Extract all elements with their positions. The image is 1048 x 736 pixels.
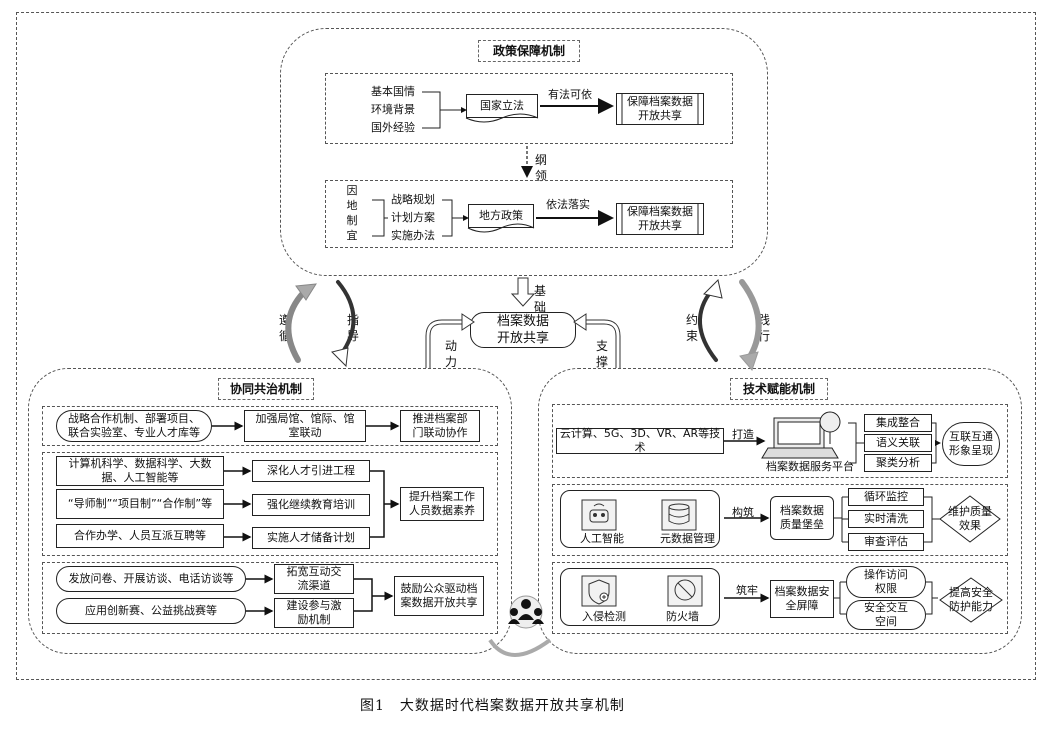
collab-title: 协同共治机制 bbox=[218, 378, 314, 400]
policy-title: 政策保障机制 bbox=[478, 40, 580, 62]
tech-row3-result: 提高安全防护能力 bbox=[940, 580, 1002, 620]
collab-row1-result-text: 推进档案部门联动协作 bbox=[412, 412, 468, 439]
tech-row3-verb: 筑牢 bbox=[736, 584, 758, 597]
tech-row1-item-1: 集成整合 bbox=[864, 414, 932, 432]
tech-row2-verb: 构筑 bbox=[732, 506, 754, 519]
collab-row3-result: 鼓励公众驱动档案数据开放共享 bbox=[394, 576, 484, 616]
collab-row2-result-text: 提升档案工作人员数据素养 bbox=[409, 490, 475, 517]
national-goal-box: 保障档案数据开放共享 bbox=[616, 93, 704, 125]
center-left-label: 动力 bbox=[444, 339, 457, 369]
tech-row3-icon-group bbox=[560, 568, 720, 626]
local-arrow-label: 依法落实 bbox=[546, 198, 590, 211]
collab-row1 bbox=[42, 406, 498, 446]
tech-row3-item-1: 操作访问权限 bbox=[846, 566, 926, 598]
local-input-1: 战略规划 bbox=[391, 193, 435, 206]
tech-row1-source: 云计算、5G、3D、VR、AR等技术 bbox=[556, 427, 724, 454]
tech-row3-icon-2-label: 防火墙 bbox=[666, 610, 699, 623]
tech-row2-result: 维护质量效果 bbox=[942, 498, 998, 540]
national-goal-text: 保障档案数据开放共享 bbox=[627, 95, 693, 122]
collab-row2-source-3-text: 合作办学、人员互派互聘等 bbox=[74, 529, 206, 542]
tech-row3-item-1-text: 操作访问权限 bbox=[864, 568, 908, 595]
tech-row2-item-2: 实时清洗 bbox=[848, 510, 924, 528]
cycle-left-in: 指导 bbox=[346, 313, 359, 343]
national-law-box: 国家立法 bbox=[466, 94, 538, 118]
tech-row2-icon-2-label: 元数据管理 bbox=[660, 532, 715, 545]
collab-row1-source: 战略合作机制、部署项目、联合实验室、专业人才库等 bbox=[56, 410, 212, 442]
collab-row2-source-2-text: “导师制”“项目制”“合作制”等 bbox=[67, 497, 213, 510]
collab-row1-result: 推进档案部门联动协作 bbox=[400, 410, 480, 442]
tech-row1 bbox=[552, 404, 1008, 478]
collab-row3-mid-2: 建设参与激励机制 bbox=[274, 598, 354, 628]
local-input-2: 计划方案 bbox=[391, 211, 435, 224]
tech-row3-result-text: 提高安全防护能力 bbox=[949, 586, 993, 613]
figure-caption: 图1 大数据时代档案数据开放共享机制 bbox=[360, 698, 625, 714]
outer-frame bbox=[16, 12, 1036, 680]
tech-row1-verb: 打造 bbox=[732, 428, 754, 441]
collab-row3-mid-2-text: 建设参与激励机制 bbox=[286, 599, 342, 626]
collab-row3 bbox=[42, 562, 498, 634]
tech-row1-platform: 档案数据服务平台 bbox=[766, 460, 854, 473]
collab-row2 bbox=[42, 452, 498, 556]
collab-row1-mid: 加强局馆、馆际、馆室联动 bbox=[244, 410, 366, 442]
center-top-label: 基础 bbox=[533, 284, 546, 314]
link-label: 纲领 bbox=[534, 153, 547, 183]
tech-row1-result-text: 互联互通形象呈现 bbox=[949, 430, 993, 457]
local-input-3: 实施办法 bbox=[391, 229, 435, 242]
collab-row2-source-2: “导师制”“项目制”“合作制”等 bbox=[56, 489, 224, 519]
tech-row2-item-1: 循环监控 bbox=[848, 488, 924, 506]
cycle-right-in: 践行 bbox=[757, 313, 770, 343]
local-section bbox=[325, 180, 733, 248]
national-input-1: 基本国情 bbox=[371, 85, 415, 98]
collab-row1-mid-text: 加强局馆、馆际、馆室联动 bbox=[255, 412, 355, 439]
tech-row3-core-text: 档案数据安全屏障 bbox=[774, 585, 830, 612]
collab-row2-mid-3: 实施人才储备计划 bbox=[252, 527, 370, 549]
tech-title: 技术赋能机制 bbox=[730, 378, 828, 400]
cycle-right-out: 约束 bbox=[685, 313, 698, 343]
tech-row3-item-2: 安全交互空间 bbox=[846, 600, 926, 630]
tech-row2-item-3: 审查评估 bbox=[848, 533, 924, 551]
collab-row1-source-text: 战略合作机制、部署项目、联合实验室、专业人才库等 bbox=[68, 412, 200, 439]
local-goal-box: 保障档案数据开放共享 bbox=[616, 203, 704, 235]
tech-row3-core: 档案数据安全屏障 bbox=[770, 580, 834, 618]
center-label: 档案数据开放共享 bbox=[496, 314, 549, 346]
collab-row3-mid-1: 拓宽互动交流渠道 bbox=[274, 564, 354, 594]
tech-panel bbox=[538, 368, 1022, 654]
local-goal-text: 保障档案数据开放共享 bbox=[627, 205, 693, 232]
collab-row2-result: 提升档案工作人员数据素养 bbox=[400, 487, 484, 521]
tech-row2-icon-group bbox=[560, 490, 720, 548]
collab-row2-mid-2: 强化继续教育培训 bbox=[252, 494, 370, 516]
local-policy-box: 地方政策 bbox=[468, 204, 534, 228]
collab-row3-result-text: 鼓励公众驱动档案数据开放共享 bbox=[400, 582, 478, 609]
tech-row3-icon-1-label: 入侵检测 bbox=[582, 610, 626, 623]
national-arrow-label: 有法可依 bbox=[548, 88, 592, 101]
local-left-label: 因地制宜 bbox=[346, 184, 358, 242]
collab-panel bbox=[28, 368, 512, 654]
tech-row1-item-2: 语义关联 bbox=[864, 434, 932, 452]
policy-panel bbox=[280, 28, 768, 276]
tech-row2-core: 档案数据质量堡垒 bbox=[770, 496, 834, 540]
cycle-left-out: 遵循 bbox=[278, 313, 291, 343]
tech-row2 bbox=[552, 484, 1008, 556]
collab-row3-source-2: 应用创新赛、公益挑战赛等 bbox=[56, 598, 246, 624]
tech-row1-result: 互联互通形象呈现 bbox=[942, 422, 1000, 466]
collab-row2-mid-1: 深化人才引进工程 bbox=[252, 460, 370, 482]
center-right-label: 支撑 bbox=[595, 339, 608, 369]
tech-row2-icon-1-label: 人工智能 bbox=[580, 532, 624, 545]
tech-row2-result-text: 维护质量效果 bbox=[948, 505, 992, 532]
national-input-3: 国外经验 bbox=[371, 121, 415, 134]
collab-row3-mid-1-text: 拓宽互动交流渠道 bbox=[286, 565, 342, 592]
national-section bbox=[325, 73, 733, 144]
tech-row3-item-2-text: 安全交互空间 bbox=[864, 601, 908, 628]
collab-row3-source-1: 发放问卷、开展访谈、电话访谈等 bbox=[56, 566, 246, 592]
national-input-2: 环境背景 bbox=[371, 103, 415, 116]
collab-row2-source-3: 合作办学、人员互派互聘等 bbox=[56, 524, 224, 548]
center-node: 档案数据开放共享 bbox=[470, 312, 576, 348]
tech-row2-core-text: 档案数据质量堡垒 bbox=[780, 504, 824, 531]
tech-row3 bbox=[552, 562, 1008, 634]
tech-row1-item-3: 聚类分析 bbox=[864, 454, 932, 472]
collab-row2-source-1: 计算机科学、数据科学、大数据、人工智能等 bbox=[56, 456, 224, 486]
collab-row2-source-1-text: 计算机科学、数据科学、大数据、人工智能等 bbox=[68, 457, 212, 484]
